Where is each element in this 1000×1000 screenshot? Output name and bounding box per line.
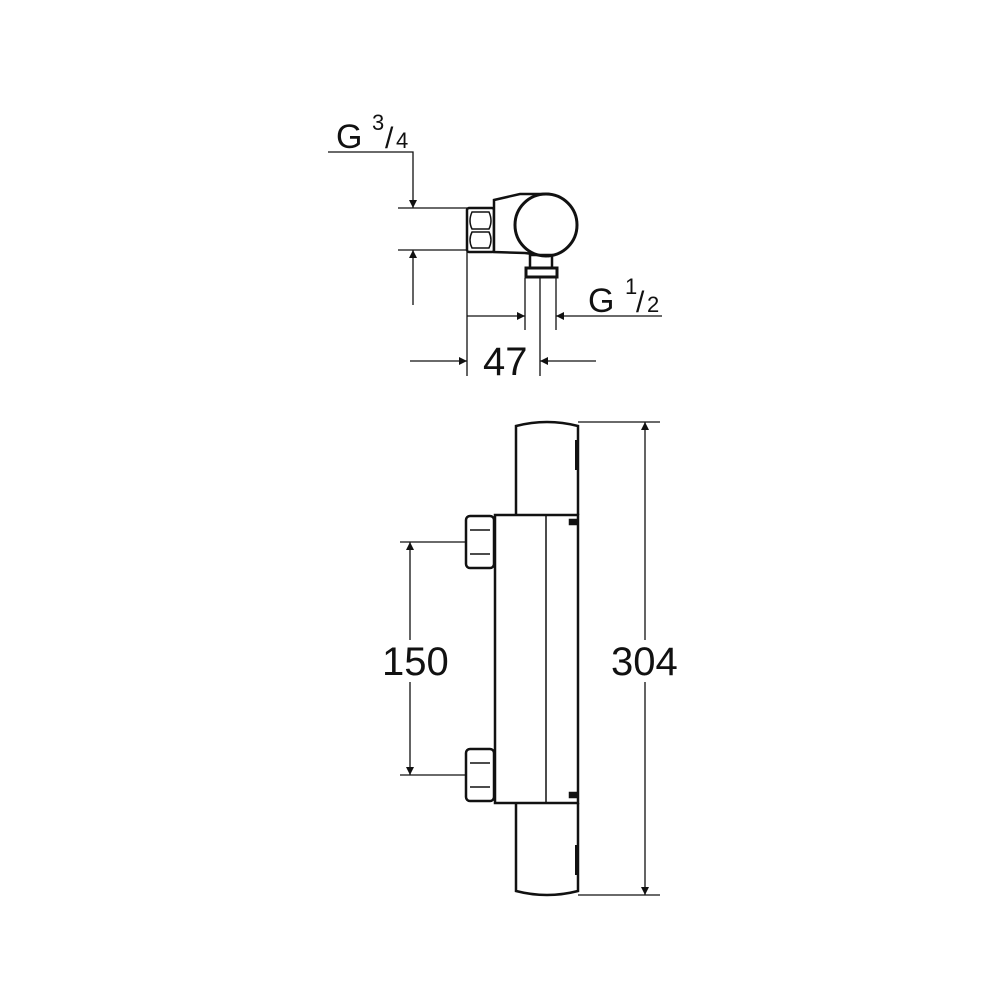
- depth-dimension-label: 47: [483, 340, 528, 384]
- outlet-neck: [524, 253, 559, 279]
- inlet-thread-label: G 3 / 4: [336, 110, 408, 156]
- svg-text:3: 3: [372, 110, 384, 135]
- svg-text:G: G: [588, 282, 614, 320]
- extension-lines: [466, 252, 557, 376]
- front-view: [400, 420, 660, 897]
- svg-text:4: 4: [396, 128, 408, 153]
- control-knob: [513, 192, 579, 258]
- thermostat-body: [493, 513, 580, 805]
- svg-text:G: G: [336, 118, 362, 156]
- outlet-thread-label: G 1 / 2: [588, 274, 659, 320]
- svg-text:2: 2: [647, 292, 659, 317]
- lower-inlet-nut: [464, 747, 496, 803]
- bottom-cap: [514, 803, 580, 897]
- top-cap: [514, 420, 580, 515]
- fraction-slash: /: [385, 122, 394, 155]
- overall-length-dimension: [578, 421, 660, 896]
- inlet-nut: [465, 206, 496, 254]
- top-view: [328, 151, 662, 376]
- upper-inlet-nut: [464, 514, 496, 570]
- inlet-spacing-dimension: [400, 541, 466, 776]
- fraction-slash: /: [636, 286, 645, 319]
- overall-length-label: 304: [611, 640, 678, 684]
- inlet-thread-dimension: [328, 151, 467, 305]
- svg-text:1: 1: [625, 274, 637, 299]
- inlet-spacing-label: 150: [382, 640, 449, 684]
